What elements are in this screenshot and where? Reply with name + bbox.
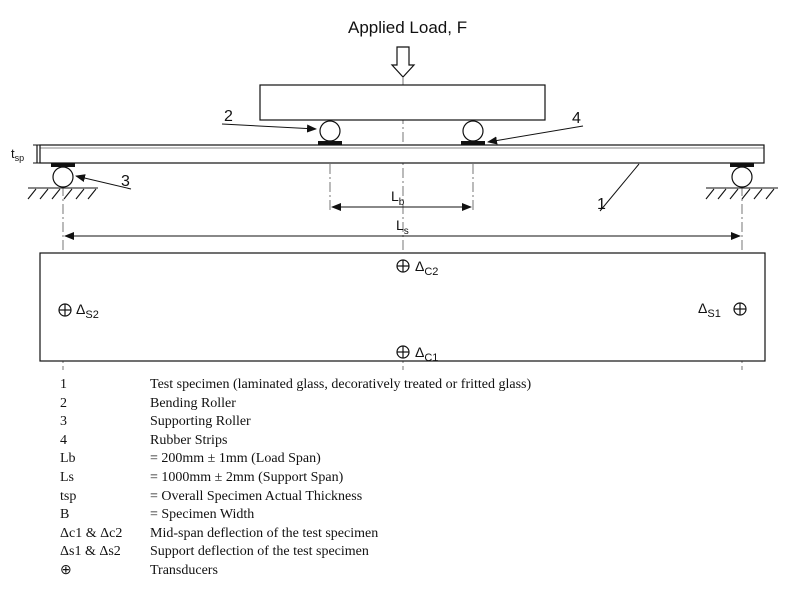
transducer-s2-sub: S2	[85, 309, 98, 321]
legend-desc: Test specimen (laminated glass, decorati…	[150, 377, 532, 392]
rubber-strip-bottom-left	[51, 163, 75, 167]
legend-desc: = 1000mm ± 2mm (Support Span)	[150, 469, 344, 485]
load-span-base: L	[391, 188, 399, 204]
applied-load-label: Applied Load, F	[348, 18, 467, 37]
leader-bending-roller	[221, 123, 317, 133]
legend-desc: = Specimen Width	[150, 507, 255, 523]
transducer-s2-icon	[58, 303, 72, 317]
loading-block	[259, 84, 546, 121]
thickness-base: t	[11, 146, 15, 161]
legend-key: 3	[60, 414, 67, 430]
transducer-c2-icon	[396, 259, 410, 273]
legend-desc: Rubber Strips	[150, 432, 228, 448]
legend-row: 2 Bending Roller	[60, 395, 760, 414]
legend-key: Lb	[60, 451, 76, 467]
transducer-c2-base: Δ	[415, 258, 424, 274]
transducer-c2-sub: C2	[424, 266, 438, 278]
rubber-strip-top-right	[461, 141, 485, 145]
label-test-specimen: 1	[597, 196, 606, 213]
legend-desc: Transducers	[150, 562, 218, 578]
legend-row: B = Specimen Width	[60, 506, 760, 525]
load-span-dimension: Lb	[331, 188, 472, 211]
legend: 1 Test specimen (laminated glass, decorat…	[60, 376, 760, 581]
legend-row: Δc1 & Δc2 Mid-span deflection of the test…	[60, 525, 760, 544]
svg-text:tsp: tsp	[11, 146, 24, 163]
svg-text:Ls: Ls	[396, 217, 409, 237]
thickness-dimension: tsp	[11, 144, 42, 164]
legend-key: B	[60, 507, 70, 523]
support-span-dimension: Ls	[64, 217, 741, 240]
legend-key: ⊕	[60, 562, 72, 578]
support-span-base: L	[396, 217, 404, 233]
transducer-c1-sub: C1	[424, 352, 438, 364]
legend-desc: Bending Roller	[150, 395, 236, 411]
legend-row: Lb = 200mm ± 1mm (Load Span)	[60, 450, 760, 469]
legend-key: 1	[60, 377, 67, 392]
transducer-c1-base: Δ	[415, 344, 424, 360]
legend-desc: Support deflection of the test specimen	[150, 544, 369, 560]
svg-text:ΔC2: ΔC2	[415, 258, 438, 278]
transducer-s1-icon	[733, 302, 747, 316]
transducer-s1-base: Δ	[698, 300, 707, 316]
legend-row: 1 Test specimen (laminated glass, decorat…	[60, 376, 760, 395]
transducer-s1-sub: S1	[707, 308, 720, 320]
legend-row: ⊕ Transducers	[60, 562, 760, 581]
transducer-s2-base: Δ	[76, 301, 85, 317]
legend-desc: Supporting Roller	[150, 414, 251, 430]
load-span-sub: b	[399, 197, 405, 208]
legend-row: Ls = 1000mm ± 2mm (Support Span)	[60, 469, 760, 488]
legend-key: 4	[60, 432, 67, 448]
rubber-strip-top-left	[318, 141, 342, 145]
svg-text:ΔS2: ΔS2	[76, 301, 99, 321]
leader-test-specimen	[599, 163, 640, 212]
legend-key: Ls	[60, 469, 74, 485]
legend-key: 2	[60, 395, 67, 411]
legend-desc: Mid-span deflection of the test specimen	[150, 525, 379, 541]
support-span-sub: s	[404, 226, 409, 237]
bending-roller-left	[319, 120, 341, 142]
supporting-roller-right	[731, 166, 753, 188]
leader-supporting-roller	[75, 174, 132, 190]
label-supporting-roller: 3	[121, 173, 130, 190]
legend-key: Δs1 & Δs2	[60, 544, 121, 560]
legend-row: 3 Supporting Roller	[60, 413, 760, 432]
ground-right	[705, 187, 778, 200]
svg-text:Lb: Lb	[391, 188, 405, 208]
legend-key: tsp	[60, 488, 77, 504]
label-bending-roller: 2	[224, 108, 233, 125]
legend-row: tsp = Overall Specimen Actual Thickness	[60, 488, 760, 507]
applied-load-arrow	[390, 46, 416, 78]
svg-text:ΔC1: ΔC1	[415, 344, 438, 364]
legend-row: Δs1 & Δs2 Support deflection of the test …	[60, 543, 760, 562]
leader-rubber-strip	[487, 125, 584, 145]
legend-desc: = 200mm ± 1mm (Load Span)	[150, 451, 321, 467]
ground-left	[27, 187, 98, 200]
legend-row: 4 Rubber Strips	[60, 432, 760, 451]
rubber-strip-bottom-right	[730, 163, 754, 167]
transducers	[58, 259, 747, 359]
supporting-roller-left	[52, 166, 74, 188]
test-specimen-beam	[39, 144, 765, 164]
bending-roller-right	[462, 120, 484, 142]
transducer-c1-icon	[396, 345, 410, 359]
thickness-sub: sp	[15, 153, 25, 163]
svg-text:ΔS1: ΔS1	[698, 300, 721, 320]
legend-key: Δc1 & Δc2	[60, 525, 123, 541]
label-rubber-strip: 4	[572, 110, 581, 127]
legend-desc: = Overall Specimen Actual Thickness	[150, 488, 363, 504]
